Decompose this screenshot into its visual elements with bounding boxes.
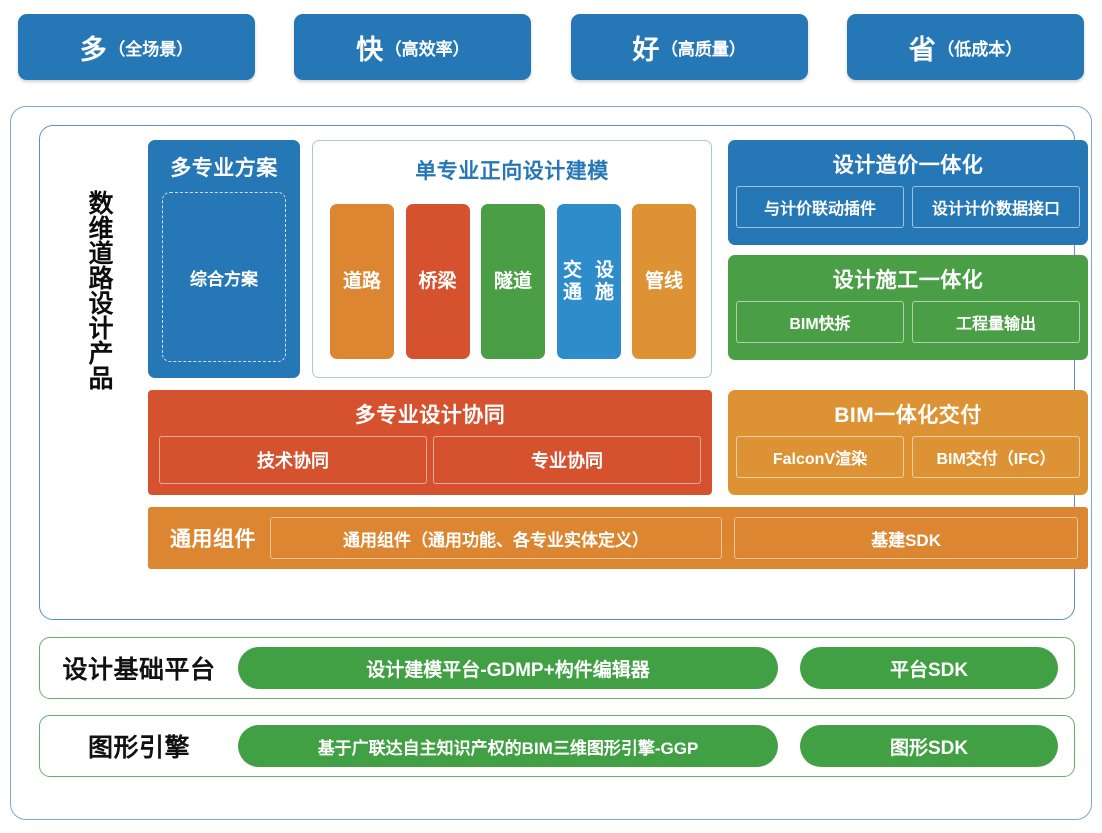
banner-title-2: 好 [632, 34, 660, 65]
collab-sub-technical[interactable]: 技术协同 [159, 436, 427, 484]
product-panel: 数维道路设计产品 多专业方案 综合方案 单专业正向设计建模 道路 桥梁 隧道 交… [39, 125, 1088, 620]
group-sub-pricing-data-interface[interactable]: 设计计价数据接口 [912, 186, 1080, 228]
group-design-cost-integration[interactable]: 设计造价一体化 与计价联动插件 设计计价数据接口 [728, 140, 1088, 245]
group-sub-pricing-plugin[interactable]: 与计价联动插件 [736, 186, 904, 228]
platform-row-design-foundation: 设计基础平台 设计建模平台-GDMP+构件编辑器 平台SDK [39, 637, 1075, 699]
group-sub-row-design-construction: BIM快拆 工程量输出 [728, 301, 1088, 343]
banner-subtitle-0: （全场景） [108, 39, 194, 59]
group-sub-falconv-render[interactable]: FalconV渲染 [736, 436, 904, 478]
modeling-chip-road[interactable]: 道路 [330, 204, 394, 359]
common-cell-infrastructure-sdk[interactable]: 基建SDK [734, 517, 1078, 559]
scheme-box[interactable]: 多专业方案 综合方案 [148, 140, 300, 378]
banner-button-3[interactable]: 省 （低成本） [846, 14, 1084, 80]
modeling-chip-tunnel[interactable]: 隧道 [481, 204, 545, 359]
banner-button-2[interactable]: 好 （高质量） [570, 14, 808, 80]
group-title-design-cost: 设计造价一体化 [832, 154, 984, 177]
group-title-bim-delivery: BIM一体化交付 [834, 404, 982, 427]
group-sub-quantity-output[interactable]: 工程量输出 [912, 301, 1080, 343]
platform-label-graphics-engine: 图形引擎 [87, 734, 190, 762]
scheme-title: 多专业方案 [170, 157, 278, 180]
modeling-chip-pipeline[interactable]: 管线 [632, 204, 696, 359]
banner-title-0: 多 [79, 34, 108, 65]
modeling-chip-row: 道路 桥梁 隧道 交通设施 管线 [330, 204, 696, 359]
common-components-strip[interactable]: 通用组件 通用组件（通用功能、各专业实体定义） 基建SDK [148, 507, 1088, 569]
banner-subtitle-2: （高质量） [660, 39, 746, 59]
group-title-design-construction: 设计施工一体化 [832, 269, 984, 292]
group-sub-row-design-cost: 与计价联动插件 设计计价数据接口 [728, 186, 1088, 228]
collab-sub-row: 技术协同 专业协同 [148, 436, 712, 484]
group-design-construction-integration[interactable]: 设计施工一体化 BIM快拆 工程量输出 [728, 255, 1088, 360]
platform-pill-gdmp[interactable]: 设计建模平台-GDMP+构件编辑器 [238, 647, 778, 689]
banner-button-0[interactable]: 多 （全场景） [18, 14, 255, 80]
collab-sub-professional[interactable]: 专业协同 [433, 436, 701, 484]
group-sub-row-bim-delivery: FalconV渲染 BIM交付（IFC） [728, 436, 1088, 478]
group-multidiscipline-collaboration[interactable]: 多专业设计协同 技术协同 专业协同 [148, 390, 712, 495]
platform-pill-graphics-sdk[interactable]: 图形SDK [800, 725, 1058, 767]
banner-subtitle-1: （高效率） [384, 39, 470, 59]
banner-subtitle-3: （低成本） [937, 39, 1023, 59]
modeling-chip-traffic-facility[interactable]: 交通设施 [556, 204, 621, 359]
common-cell-general[interactable]: 通用组件（通用功能、各专业实体定义） [270, 517, 723, 559]
architecture-outer-panel: 数维道路设计产品 多专业方案 综合方案 单专业正向设计建模 道路 桥梁 隧道 交… [10, 106, 1092, 820]
banner-title-3: 省 [908, 34, 937, 65]
group-bim-integrated-delivery[interactable]: BIM一体化交付 FalconV渲染 BIM交付（IFC） [728, 390, 1088, 495]
common-components-label: 通用组件 [170, 528, 257, 551]
collab-title: 多专业设计协同 [354, 404, 506, 427]
modeling-title: 单专业正向设计建模 [415, 160, 609, 183]
platform-pill-platform-sdk[interactable]: 平台SDK [800, 647, 1058, 689]
platform-label-design-foundation: 设计基础平台 [62, 656, 216, 684]
banner-button-1[interactable]: 快 （高效率） [294, 14, 532, 80]
platform-pill-ggp[interactable]: 基于广联达自主知识产权的BIM三维图形引擎-GGP [238, 725, 778, 767]
group-sub-bim-quick-split[interactable]: BIM快拆 [736, 301, 904, 343]
modeling-panel: 单专业正向设计建模 道路 桥梁 隧道 交通设施 管线 [312, 140, 712, 378]
product-vertical-label: 数维道路设计产品 [85, 190, 113, 390]
scheme-inner-label: 综合方案 [190, 269, 258, 289]
modeling-chip-bridge[interactable]: 桥梁 [405, 204, 470, 359]
platform-row-graphics-engine: 图形引擎 基于广联达自主知识产权的BIM三维图形引擎-GGP 图形SDK [39, 715, 1075, 777]
banner-title-1: 快 [356, 34, 384, 65]
group-sub-bim-delivery-ifc[interactable]: BIM交付（IFC） [912, 436, 1080, 478]
banner-row: 多 （全场景） 快 （高效率） 好 （高质量） 省 （低成本） [0, 14, 1102, 80]
scheme-inner-box[interactable]: 综合方案 [162, 192, 286, 362]
